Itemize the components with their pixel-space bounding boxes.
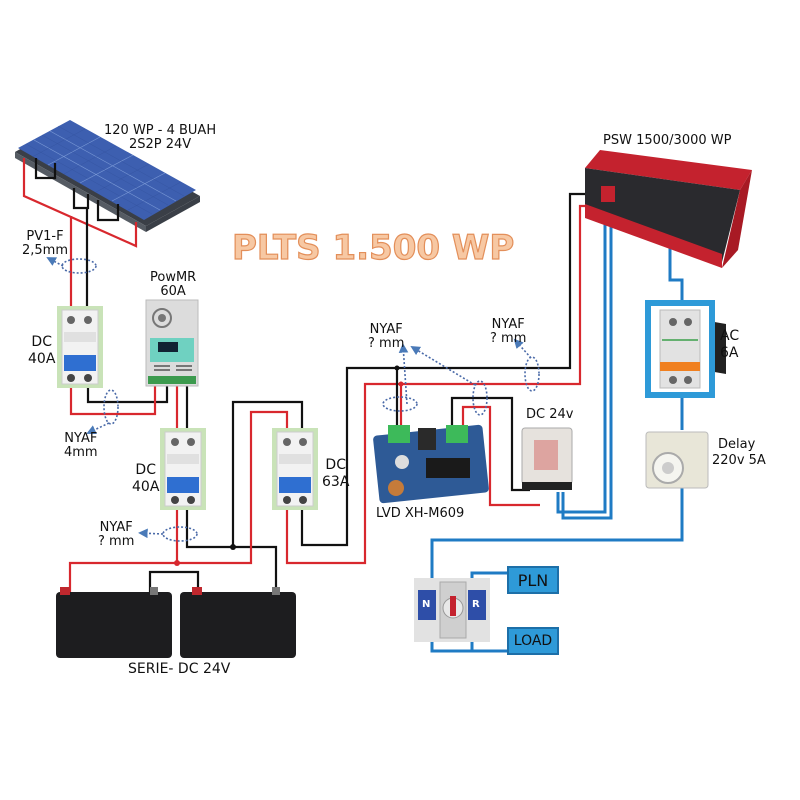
lvd-label: LVD XH-M609: [376, 506, 465, 521]
controller-cable-label-line2: 4mm: [64, 445, 98, 460]
dc-wires: [68, 192, 588, 592]
solar-panel-label: 120 WP - 4 BUAH 2S2P 24V: [104, 124, 216, 152]
delay-label-line1: Delay: [718, 437, 756, 452]
controller-label: PowMR 60A: [150, 271, 196, 299]
inverter-cable-label-line1: NYAF: [491, 317, 525, 332]
diagram-title: PLTS 1.500 WP: [231, 227, 515, 268]
dc-breaker-battery-label-line2: 40A: [132, 479, 160, 495]
ac-breaker-label-line2: 6A: [720, 345, 739, 361]
ac-breaker-label: AC 6A: [720, 328, 739, 362]
dc-breaker-pv-label-line1: DC: [31, 334, 52, 350]
dc-breaker-battery-label-line1: DC: [135, 462, 156, 478]
dc-breaker-inverter-label: DC 63A: [322, 457, 349, 491]
panel-wires: [22, 158, 138, 306]
inverter-cable-label: NYAF ? mm: [490, 318, 526, 346]
delay-timer: [645, 431, 709, 489]
battery-right: [180, 587, 296, 658]
junctions: [174, 365, 404, 566]
dc-breaker-inverter-label-line1: DC: [325, 457, 346, 473]
battery-cable-label: NYAF ? mm: [98, 521, 134, 549]
lvd-module: [373, 424, 489, 504]
load-tag: LOAD: [507, 627, 559, 655]
battery-left: [56, 587, 172, 658]
battery-label: SERIE- DC 24V: [128, 661, 231, 677]
pv-cable-label-line2: 2,5mm: [22, 243, 69, 258]
battery-cable-label-line1: NYAF: [99, 520, 133, 535]
dc-breaker-inverter-label-line2: 63A: [322, 474, 350, 490]
ac-breaker-label-line1: AC: [720, 328, 740, 344]
dc-breaker-pv: [57, 306, 103, 388]
ac-breaker: [645, 300, 715, 398]
solar-panel: [15, 120, 200, 232]
controller-label-line1: PowMR: [150, 270, 197, 285]
dc-breaker-battery: [160, 428, 206, 510]
controller-label-line2: 60A: [160, 284, 186, 299]
cable-callouts: [46, 257, 540, 542]
delay-label: Delay 220v 5A: [712, 437, 766, 469]
dc-breaker-pv-label: DC 40A: [28, 334, 55, 368]
relay: [521, 427, 573, 490]
pv-cable-label-line1: PV1-F: [26, 229, 64, 244]
ats-left-label: N: [422, 599, 431, 610]
solar-panel-label-line1: 120 WP - 4 BUAH: [104, 123, 217, 138]
controller-cable-label-line1: NYAF: [64, 431, 98, 446]
controller-cable-label: NYAF 4mm: [64, 432, 98, 460]
pln-tag: PLN: [507, 566, 559, 594]
inverter-cable-label-line2: ? mm: [490, 331, 527, 346]
relay-label: DC 24v: [526, 407, 574, 422]
solar-panel-label-line2: 2S2P 24V: [128, 137, 192, 152]
battery-cable-label-line2: ? mm: [98, 534, 135, 549]
pv-cable-label: PV1-F 2,5mm: [22, 230, 68, 258]
ats-switch: [414, 578, 490, 642]
ac-wires: [430, 218, 684, 653]
lvd-cable-label-line2: ? mm: [368, 336, 405, 351]
lvd-cable-label: NYAF ? mm: [368, 323, 404, 351]
charge-controller: [145, 299, 199, 387]
dc-breaker-battery-label: DC 40A: [132, 462, 159, 496]
dc-breaker-pv-label-line2: 40A: [28, 351, 56, 367]
lvd-cable-label-line1: NYAF: [369, 322, 403, 337]
delay-label-line2: 220v 5A: [712, 453, 766, 468]
dc-breaker-inverter: [272, 428, 318, 510]
ats-right-label: R: [472, 599, 480, 610]
inverter-label: PSW 1500/3000 WP: [603, 133, 732, 148]
